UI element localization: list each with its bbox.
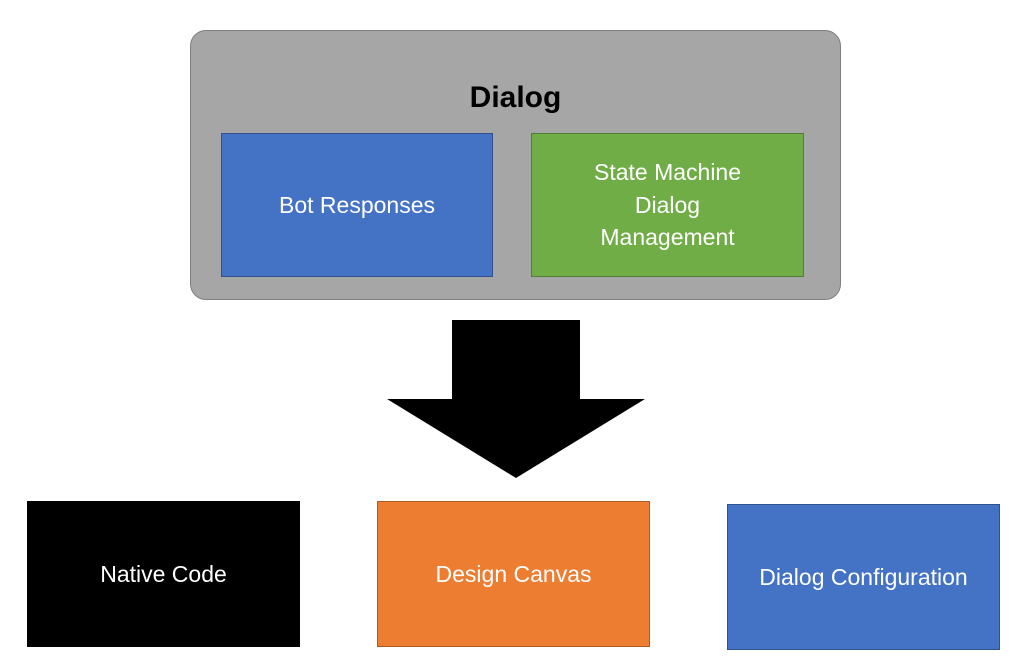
state-machine-box: State Machine Dialog Management (531, 133, 804, 277)
design-canvas-box: Design Canvas (377, 501, 650, 647)
bot-responses-box: Bot Responses (221, 133, 493, 277)
dialog-configuration-box: Dialog Configuration (727, 504, 1000, 650)
native-code-label: Native Code (100, 560, 227, 587)
bot-responses-label: Bot Responses (279, 191, 435, 218)
design-canvas-label: Design Canvas (435, 560, 592, 587)
native-code-box: Native Code (27, 501, 300, 647)
down-arrow-shape (387, 320, 645, 478)
state-machine-label: State Machine Dialog Management (593, 159, 742, 251)
dialog-container-title: Dialog (469, 81, 562, 114)
dialog-configuration-label: Dialog Configuration (759, 563, 968, 590)
